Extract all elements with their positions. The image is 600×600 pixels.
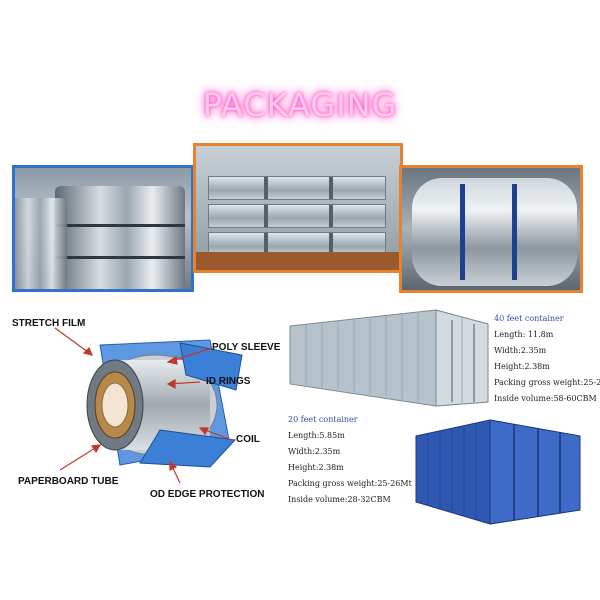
container-20-height: Height:2.38m (288, 463, 344, 472)
container-20-width: Width:2.35m (288, 447, 341, 456)
container-20-heading: 20 feet container (288, 415, 358, 424)
label-id-rings: ID RINGS (206, 376, 251, 387)
coils-warehouse-photo (12, 165, 194, 292)
container-40-height: Height:2.38m (494, 362, 550, 371)
wrapped-coil-photo (399, 165, 583, 293)
label-coil: COIL (236, 434, 260, 445)
label-poly-sleeve: POLY SLEEVE (212, 342, 281, 353)
container-40-heading: 40 feet container (494, 314, 564, 323)
container-40-specs: 40 feet container Length: 11.8m Width:2.… (494, 311, 600, 407)
label-stretch-film: STRETCH FILM (12, 318, 86, 329)
diagram-leader-arrows (54, 327, 233, 484)
container-40-length: Length: 11.8m (494, 330, 554, 339)
container-20-weight: Packing gross weight:25-26Mt (288, 479, 412, 488)
container-40ft-image (289, 309, 489, 407)
coil-packaging-diagram (86, 339, 243, 468)
container-20ft-image (415, 419, 581, 525)
container-40-weight: Packing gross weight:25-26MT (494, 378, 600, 387)
container-40-volume: Inside volume:58-60CBM (494, 394, 597, 403)
page-title: PACKAGING (202, 86, 398, 124)
container-20-length: Length:5.85m (288, 431, 345, 440)
container-40-width: Width:2.35m (494, 346, 547, 355)
label-paperboard-tube: PAPERBOARD TUBE (18, 476, 119, 487)
label-od-edge-protection: OD EDGE PROTECTION (150, 489, 265, 500)
sheet-stacks-photo (193, 143, 403, 273)
container-20-volume: Inside volume:28-32CBM (288, 495, 391, 504)
container-20-specs: 20 feet container Length:5.85m Width:2.3… (288, 412, 412, 508)
